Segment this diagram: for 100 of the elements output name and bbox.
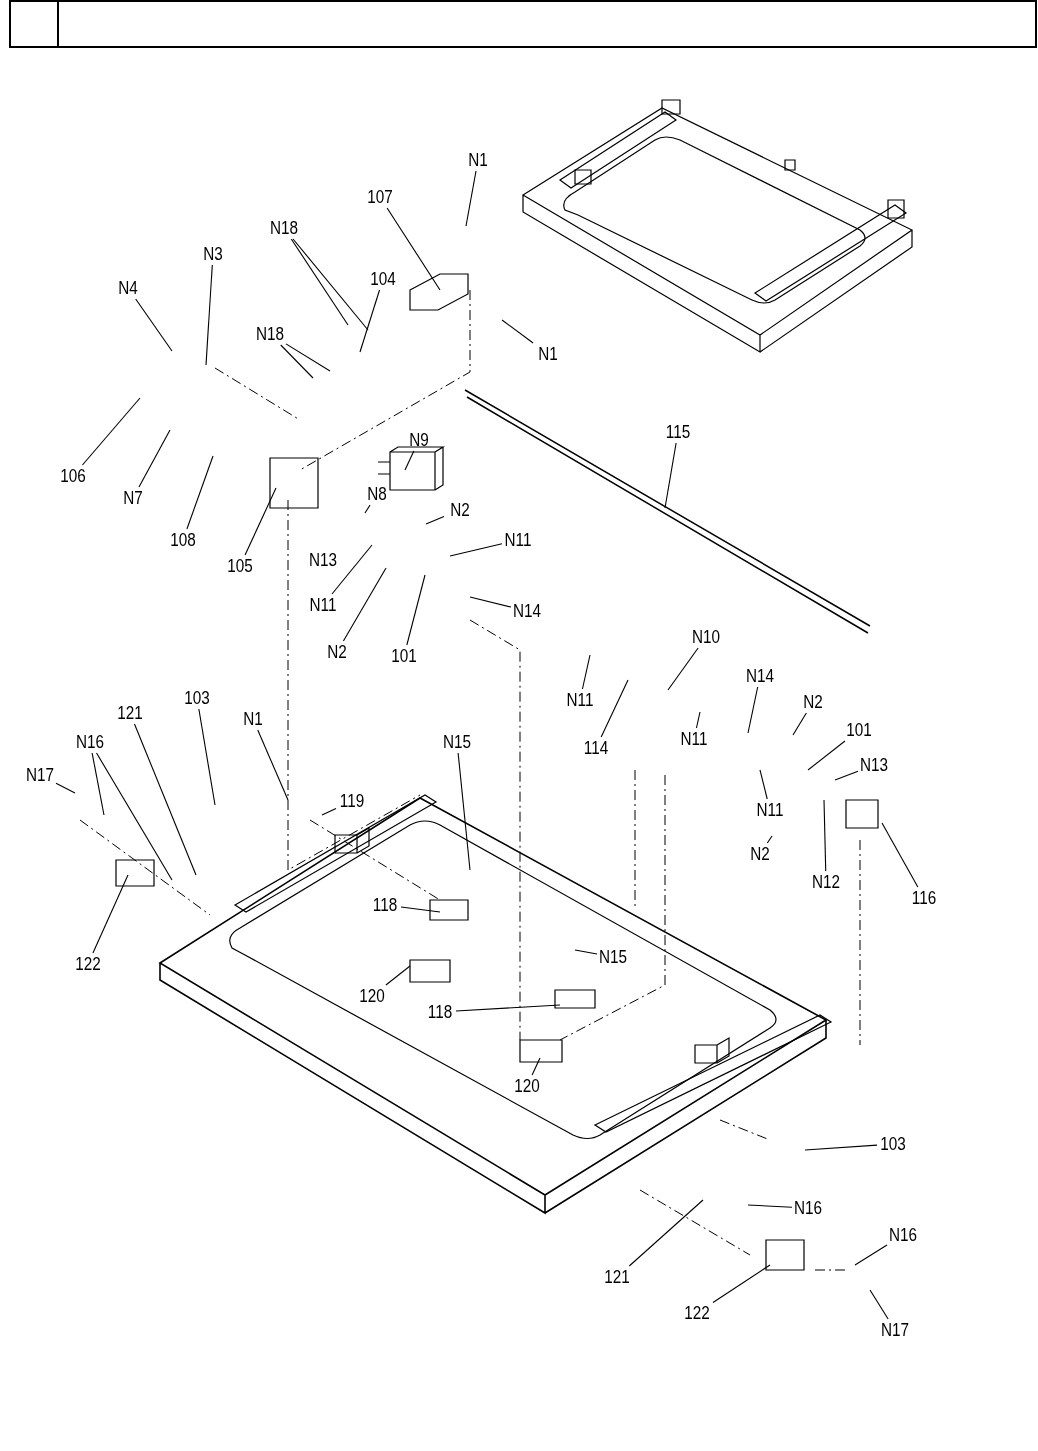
leader-line [406,574,426,646]
leader-line [96,752,173,881]
leader-line [425,516,445,525]
leader-line [331,544,373,595]
leader-line [695,711,701,729]
callout-number: 104 [369,269,397,289]
leader-line [400,906,441,913]
leader-line [364,504,371,514]
callout-number: N7 [122,488,144,508]
callout-number: 118 [426,1002,454,1022]
leader-line [804,1144,878,1151]
leader-line [455,1004,561,1012]
callout-number: N13 [308,550,338,570]
callout-number: N11 [565,690,595,710]
leader-line [186,455,214,530]
callout-number: N13 [859,755,889,775]
callout-number: N2 [326,642,348,662]
leader-line [359,289,381,353]
callout-number: N1 [467,150,489,170]
callout-number: N16 [793,1198,823,1218]
leader-line [198,708,216,806]
leader-line [321,807,337,816]
leader-line [854,1244,888,1266]
leader-line [581,654,591,690]
callout-number: 116 [910,888,938,908]
callout-number: N11 [755,800,785,820]
callout-number: N9 [408,430,430,450]
callout-number: N17 [880,1320,910,1340]
callout-number: 115 [664,422,692,442]
leader-line [386,207,441,291]
callout-number: N15 [598,947,628,967]
callout-number: N18 [255,324,285,344]
callout-number: 119 [338,791,366,811]
callout-number: N16 [75,732,105,752]
leader-line [457,752,471,871]
leader-line [807,740,846,771]
leader-line [766,835,773,844]
callout-number: N3 [202,244,224,264]
callout-number: 118 [371,895,399,915]
callout-number: N2 [802,692,824,712]
callout-number: 121 [116,703,144,723]
leader-line [55,782,76,794]
callout-number: 105 [226,556,254,576]
callout-number: N14 [745,666,775,686]
callout-number: 101 [845,720,873,740]
leader-line [92,874,129,954]
callout-number: N1 [537,344,559,364]
callout-number: N14 [512,601,542,621]
leader-line [285,343,331,372]
leader-line [404,450,415,471]
leader-line [449,543,503,557]
leader-line [574,949,598,955]
callout-number: N2 [749,844,771,864]
leader-line [465,170,477,227]
callout-number: N8 [366,484,388,504]
callout-number: N4 [117,278,139,298]
callout-number: N12 [811,872,841,892]
callout-number: 107 [366,187,394,207]
callout-number: 114 [582,738,610,758]
leader-line [628,1199,704,1267]
leader-line [205,264,213,366]
leader-line [869,1289,889,1320]
callout-number: 103 [183,688,211,708]
leader-line [747,1204,793,1208]
leader-line [133,723,197,876]
leader-line [290,238,349,326]
leader-line [531,1057,541,1076]
leader-line [280,344,314,379]
callout-number: N16 [888,1225,918,1245]
leader-line [747,686,759,734]
leader-line [664,442,677,509]
leader-line [881,822,919,888]
callout-number: 108 [169,530,197,550]
callout-number: N2 [449,500,471,520]
leader-line [138,429,171,488]
callout-number: N18 [269,218,299,238]
callout-number: 122 [74,954,102,974]
callout-number: 120 [513,1076,541,1096]
leader-line [667,647,699,691]
callout-number: N11 [308,595,338,615]
leader-line [469,596,512,608]
callout-number: 121 [603,1267,631,1287]
callout-number: 120 [358,986,386,1006]
leader-line [385,965,411,986]
callout-number: 122 [683,1303,711,1323]
leader-line [792,712,807,736]
leader-line [600,679,629,738]
leader-line [257,729,289,801]
leader-line [244,487,277,556]
callout-number: 101 [390,646,418,666]
callout-number: N1 [242,709,264,729]
leader-line [135,298,173,352]
leader-line [823,799,827,872]
callout-number: 106 [59,466,87,486]
callout-number: N10 [691,627,721,647]
leader-line [501,319,534,344]
leader-line [81,397,141,466]
leader-line [292,238,369,331]
callout-number: 103 [879,1134,907,1154]
callout-number: N11 [679,729,709,749]
